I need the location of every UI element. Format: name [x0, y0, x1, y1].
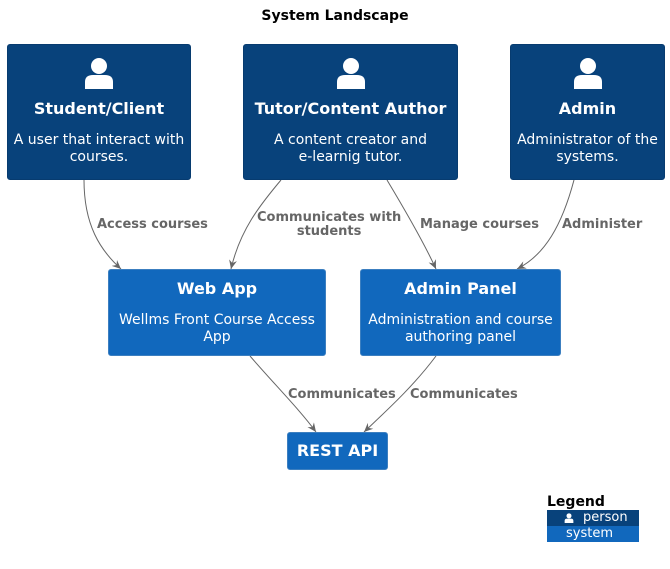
arrow-student-webapp — [83, 179, 122, 270]
person-tutor-content-author[interactable]: Tutor/Content Author A content creator a… — [243, 44, 458, 180]
person-description-line: A user that interact with — [13, 132, 185, 148]
system-web-app[interactable]: Web App Wellms Front Course Access App — [108, 269, 326, 356]
person-student-client[interactable]: Student/Client A user that interact with… — [7, 44, 191, 180]
arrow-admin-adminpanel — [516, 179, 575, 270]
system-description-line: authoring panel — [404, 329, 517, 345]
system-description-line: Administration and course — [368, 312, 553, 328]
legend-title: Legend — [547, 494, 605, 510]
arrow-tutor-adminpanel — [386, 179, 437, 270]
system-name: Web App — [176, 279, 258, 298]
person-name: Student/Client — [33, 99, 165, 118]
system-rest-api[interactable]: REST API — [287, 432, 388, 470]
person-description-line: courses. — [69, 149, 129, 165]
system-admin-panel[interactable]: Admin Panel Administration and course au… — [360, 269, 561, 356]
person-name: Admin — [558, 99, 617, 118]
person-icon — [85, 58, 113, 89]
legend-person: person — [547, 510, 639, 526]
system-description-line: App — [203, 329, 231, 345]
diagram-title: System Landscape — [261, 8, 409, 24]
relation-label-access-courses: Access courses — [97, 217, 208, 232]
person-description-line: systems. — [556, 149, 619, 165]
legend-person-label: person — [583, 510, 628, 525]
legend: Legend person system — [547, 494, 639, 542]
relation-label-adminpanel-communicates: Communicates — [410, 387, 518, 402]
system-name: REST API — [296, 441, 379, 460]
arrow-webapp-restapi — [249, 355, 317, 433]
system-description-line: Wellms Front Course Access — [119, 312, 315, 328]
person-description-line: Administrator of the — [517, 132, 658, 148]
relation-label-administer: Administer — [562, 217, 643, 232]
person-admin[interactable]: Admin Administrator of the systems. — [510, 44, 665, 180]
arrow-tutor-webapp — [229, 179, 282, 270]
relation-label-webapp-communicates: Communicates — [288, 387, 396, 402]
person-description-line: e-learnig tutor. — [298, 149, 403, 165]
legend-system-label: system — [566, 526, 613, 541]
person-icon — [564, 513, 574, 523]
system-name: Admin Panel — [404, 279, 517, 298]
person-name: Tutor/Content Author — [254, 99, 447, 118]
legend-system: system — [547, 526, 639, 542]
person-description-line: A content creator and — [273, 132, 427, 148]
person-icon — [336, 58, 365, 89]
arrow-adminpanel-restapi — [363, 355, 437, 433]
person-icon — [573, 58, 602, 89]
relation-label-manage-courses: Manage courses — [420, 217, 539, 232]
